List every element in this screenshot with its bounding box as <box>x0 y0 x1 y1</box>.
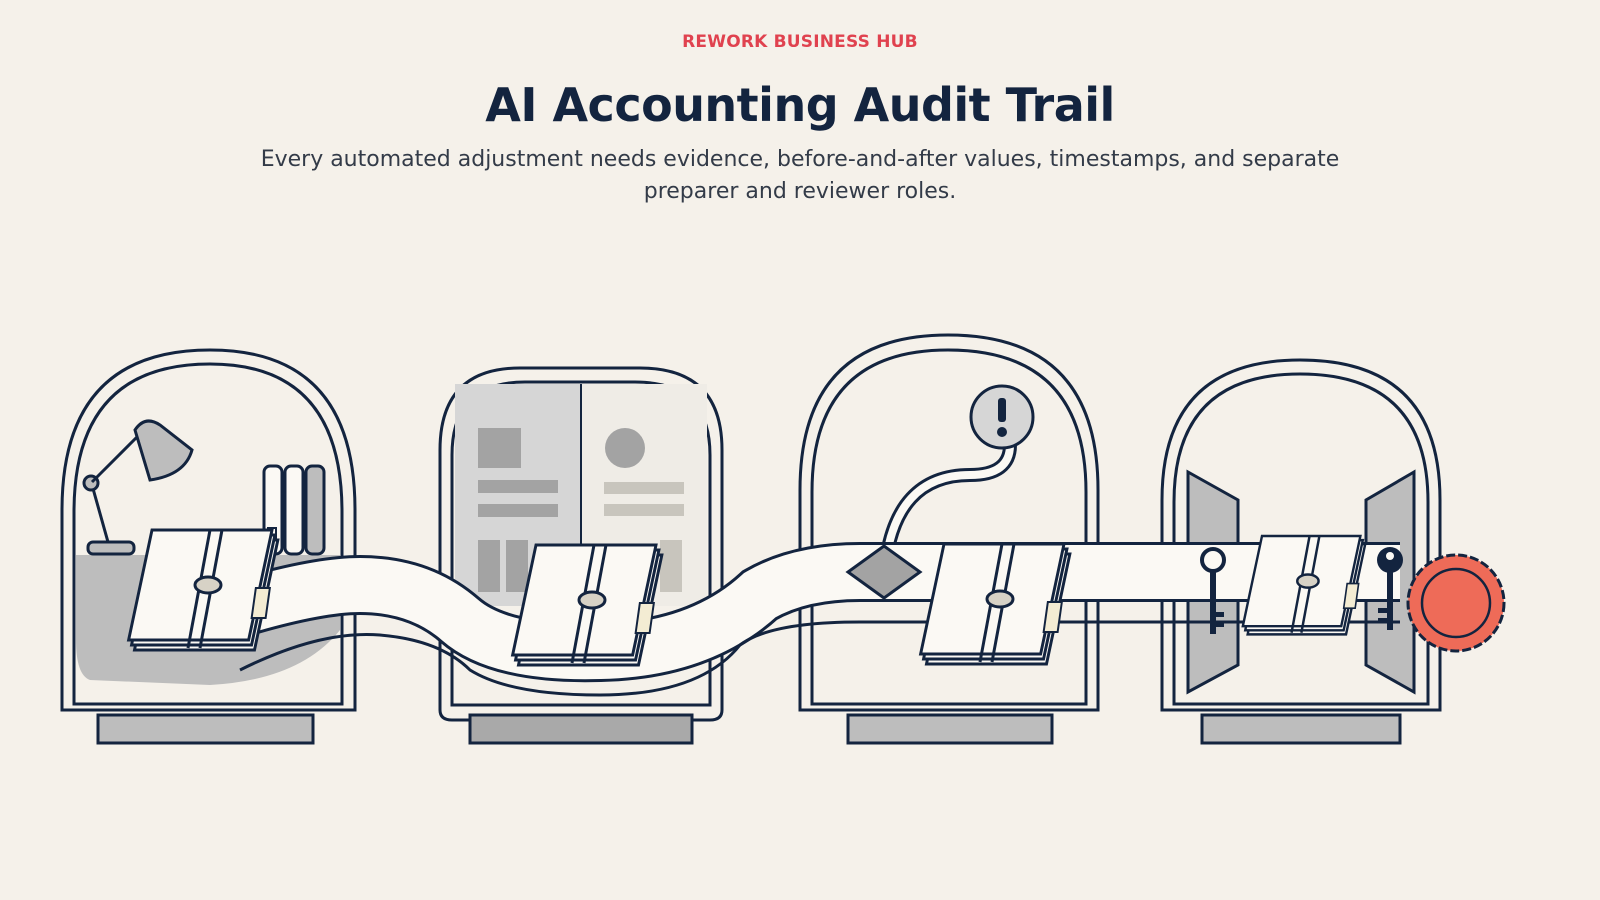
desk-lamp-icon <box>82 419 194 556</box>
decision-diamond-icon <box>845 544 923 600</box>
page-subtitle: Every automated adjustment needs evidenc… <box>260 147 1340 204</box>
alert-icon <box>969 384 1035 450</box>
key-icon <box>1200 547 1226 634</box>
audit-trail-illustration <box>60 333 1506 745</box>
ledger-icon <box>511 543 664 667</box>
seal-icon <box>1406 553 1506 653</box>
key-icon <box>1377 547 1403 630</box>
books-icon <box>262 464 326 556</box>
page-title: AI Accounting Audit Trail <box>485 78 1115 132</box>
brand-eyebrow: REWORK BUSINESS HUB <box>682 32 918 52</box>
ledger-icon <box>919 542 1072 666</box>
ledger-icon <box>127 528 280 652</box>
ledger-icon <box>1241 534 1367 636</box>
stage-timestamps <box>798 333 1100 745</box>
